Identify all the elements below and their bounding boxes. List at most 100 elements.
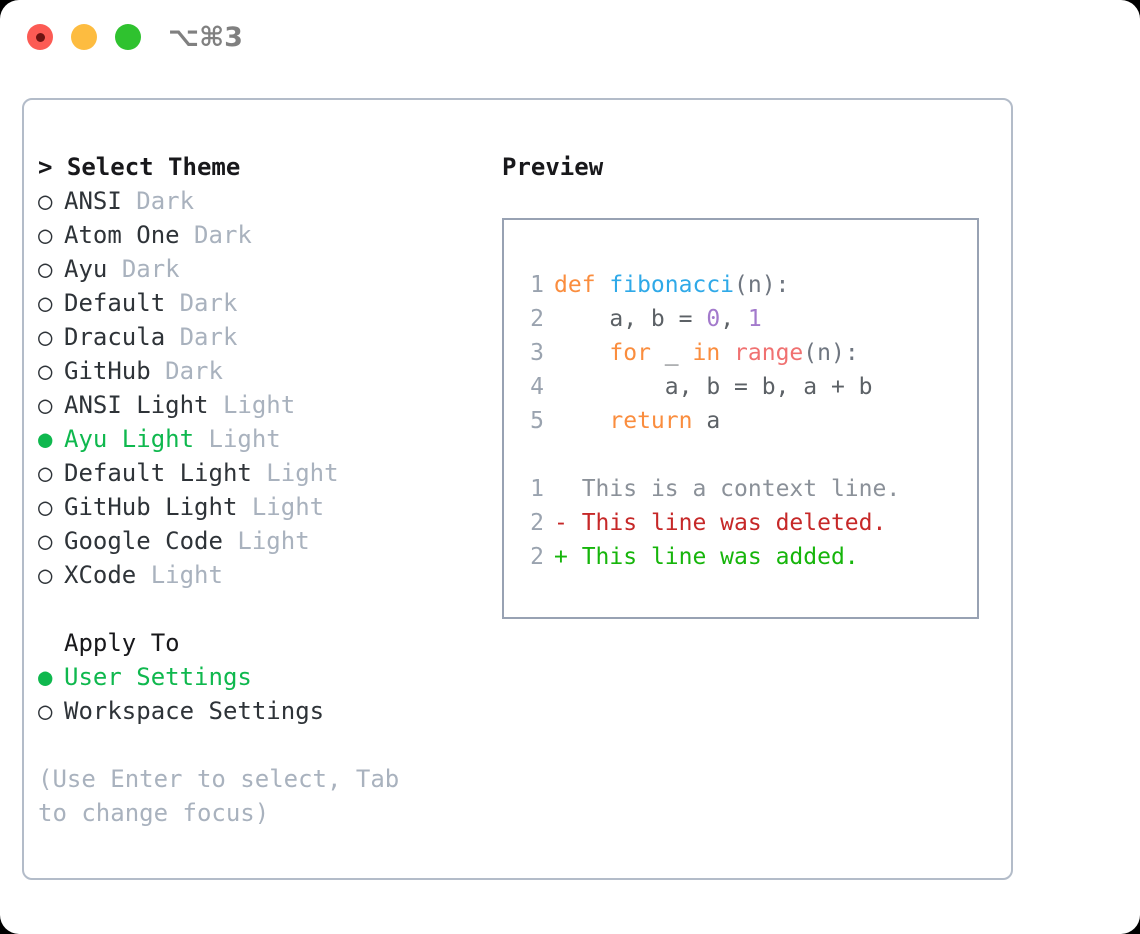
theme-option[interactable]: ●Ayu Light Light bbox=[38, 422, 478, 456]
line-number: 1 bbox=[530, 476, 544, 502]
space bbox=[151, 357, 165, 385]
code-token: fibonacci bbox=[609, 272, 735, 298]
line-number: 2 bbox=[530, 306, 544, 332]
line-number: 2 bbox=[530, 510, 544, 536]
code-line: 4 a, b = b, a + b bbox=[518, 370, 900, 404]
theme-option-label: Atom One bbox=[64, 221, 180, 249]
theme-option[interactable]: ○Default Dark bbox=[38, 286, 478, 320]
theme-variant-tag: Dark bbox=[165, 357, 223, 385]
line-number: 5 bbox=[530, 408, 544, 434]
code-token: (n): bbox=[734, 272, 790, 298]
radio-unselected-icon: ○ bbox=[38, 221, 53, 249]
theme-variant-tag: Dark bbox=[179, 323, 238, 351]
theme-option[interactable]: ○ Google Code Light bbox=[38, 524, 478, 558]
diff-marker bbox=[554, 476, 568, 502]
code-token: 0 bbox=[706, 306, 721, 332]
theme-option[interactable]: ○Atom One Dark bbox=[38, 218, 478, 252]
code-token: def bbox=[554, 272, 610, 298]
line-number: 3 bbox=[530, 340, 544, 366]
theme-option-label: Google Code bbox=[64, 527, 223, 555]
code-token bbox=[554, 340, 609, 366]
theme-option[interactable]: ○Default Light Light bbox=[38, 456, 478, 490]
theme-variant-tag: Light bbox=[222, 391, 296, 419]
code-token: 1 bbox=[747, 306, 762, 332]
space bbox=[122, 187, 136, 215]
radio-unselected-icon: ○ bbox=[38, 459, 53, 487]
space bbox=[107, 255, 121, 283]
radio-unselected-icon: ○ bbox=[38, 187, 53, 215]
maximize-button[interactable] bbox=[115, 24, 141, 50]
code-line: 1 def fibonacci(n): bbox=[518, 268, 900, 302]
space bbox=[165, 289, 179, 317]
theme-option[interactable]: ○Ayu Dark bbox=[38, 252, 478, 286]
code-line: 5 return a bbox=[518, 404, 900, 438]
theme-variant-tag: Light bbox=[150, 561, 223, 589]
code-token: for bbox=[609, 340, 651, 366]
main-panel: > Select Theme ○ANSI Dark○Atom One Dark○… bbox=[22, 98, 1013, 880]
radio-unselected-icon: ○ bbox=[38, 561, 53, 589]
theme-option-label: ANSI Light bbox=[64, 391, 209, 419]
diff-text: This line was deleted. bbox=[567, 510, 887, 536]
apply-to-header: Apply To bbox=[64, 629, 180, 657]
space bbox=[223, 527, 237, 555]
keyboard-hint: (Use Enter to select, Tab to change focu… bbox=[38, 765, 400, 827]
code-token: a, b = b, a + b bbox=[554, 374, 873, 400]
spacer bbox=[38, 592, 478, 626]
theme-variant-tag: Light bbox=[237, 527, 310, 555]
apply-to-option-label: User Settings bbox=[64, 663, 252, 691]
space bbox=[252, 459, 266, 487]
theme-option[interactable]: ○GitHub Dark bbox=[38, 354, 478, 388]
close-button[interactable] bbox=[27, 24, 53, 50]
select-theme-header: > Select Theme bbox=[38, 153, 241, 181]
space bbox=[194, 425, 208, 453]
code-token bbox=[720, 340, 734, 366]
theme-option[interactable]: ○ ANSI Dark bbox=[38, 184, 478, 218]
theme-option-label: Ayu bbox=[64, 255, 108, 283]
theme-option[interactable]: ○ANSI Light Light bbox=[38, 388, 478, 422]
apply-to-option[interactable]: ○ Workspace Settings bbox=[38, 694, 478, 728]
code-token: a bbox=[692, 408, 721, 434]
code-line: 3 for _ in range(n): bbox=[518, 336, 900, 370]
space bbox=[237, 493, 251, 521]
theme-picker: > Select Theme ○ANSI Dark○Atom One Dark○… bbox=[38, 150, 478, 830]
theme-option-label: GitHub bbox=[64, 357, 151, 385]
code-token: , bbox=[720, 306, 748, 332]
diff-line: 1 This is a context line. bbox=[518, 472, 900, 506]
space bbox=[136, 561, 150, 589]
apply-to-list: ● User Settings ○ Workspace Settings bbox=[38, 660, 478, 728]
minimize-button[interactable] bbox=[71, 24, 97, 50]
panel-columns: > Select Theme ○ANSI Dark○Atom One Dark○… bbox=[24, 100, 1011, 878]
theme-option[interactable]: ○ Dracula Dark bbox=[38, 320, 478, 354]
theme-variant-tag: Dark bbox=[136, 187, 195, 215]
code-blank-line bbox=[518, 438, 900, 472]
theme-variant-tag: Light bbox=[208, 425, 281, 453]
radio-selected-icon: ● bbox=[38, 663, 53, 691]
apply-to-option-label: Workspace Settings bbox=[64, 697, 325, 725]
theme-option[interactable]: ○GitHub Light Light bbox=[38, 490, 478, 524]
theme-option-label: Default bbox=[64, 289, 166, 317]
theme-list: ○ANSI Dark○Atom One Dark○Ayu Dark○Defaul… bbox=[38, 184, 478, 592]
theme-option[interactable]: ○XCode Light bbox=[38, 558, 478, 592]
code-token bbox=[554, 408, 609, 434]
theme-option-label: ANSI bbox=[64, 187, 122, 215]
line-number: 4 bbox=[530, 374, 544, 400]
theme-option-label: Dracula bbox=[64, 323, 166, 351]
line-number: 1 bbox=[530, 272, 544, 298]
title-bar: ⌥⌘3 bbox=[0, 0, 1140, 78]
diff-text: This is a context line. bbox=[567, 476, 901, 502]
line-number: 2 bbox=[530, 544, 544, 570]
apply-to-option[interactable]: ● User Settings bbox=[38, 660, 478, 694]
radio-unselected-icon: ○ bbox=[38, 527, 53, 555]
code-token: range bbox=[734, 340, 804, 366]
code-token: (n): bbox=[803, 340, 859, 366]
radio-unselected-icon: ○ bbox=[38, 697, 53, 725]
code-token: _ bbox=[650, 340, 693, 366]
theme-option-label: Ayu Light bbox=[64, 425, 195, 453]
code-line: 2 a, b = 0, 1 bbox=[518, 302, 900, 336]
radio-unselected-icon: ○ bbox=[38, 323, 53, 351]
theme-option-label: Default Light bbox=[64, 459, 252, 487]
theme-option-label: GitHub Light bbox=[64, 493, 238, 521]
